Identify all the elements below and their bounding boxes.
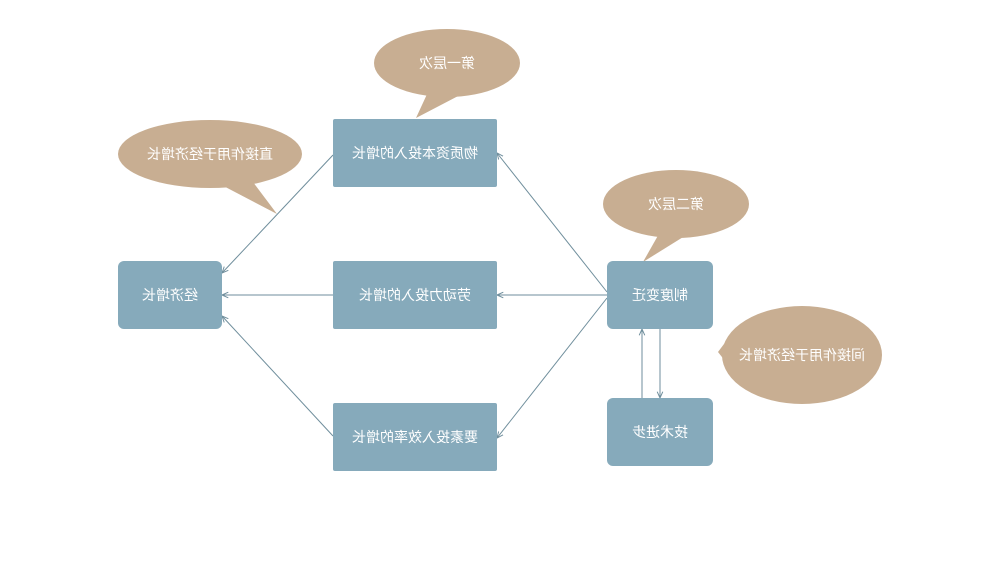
node-labor-input[interactable]: 劳动力投入的增长 [333,261,497,329]
callout-second-level: 第二层次 [603,170,749,262]
node-tech-progress-box [607,398,713,466]
node-factor-efficiency[interactable]: 要素投入效率的增长 [333,403,497,471]
edge-efficiency-to-growth [222,316,334,437]
node-economic-growth[interactable]: 经济增长 [118,261,222,329]
callout-first-level-text: 第一层次 [419,55,475,72]
node-economic-growth-box [118,261,222,329]
callout-second-level-text: 第二层次 [648,196,704,213]
callout-first-level-tail [416,92,462,118]
callout-second-level-tail [643,232,688,262]
node-institutional-change[interactable]: 制度变迁 [607,261,713,329]
connectors [222,153,660,438]
callout-indirect-effect-text: 间接作用于经济增长 [739,347,865,364]
callout-direct-effect-text: 直接作用于经济增长 [147,146,273,163]
callout-first-level: 第一层次 [374,29,520,118]
node-institutional-change-text: 制度变迁 [632,288,688,304]
node-physical-capital-box [333,119,497,187]
node-labor-input-box [333,261,497,329]
edge-physical-to-growth [222,154,334,273]
node-tech-progress-text: 技术进步 [632,425,688,441]
callout-second-level-bubble [603,170,749,238]
node-physical-capital-text: 物质资本投入的增长 [352,146,478,162]
node-economic-growth-text: 经济增长 [142,288,198,304]
edge-institution-to-physical [497,153,608,293]
callout-first-level-bubble [374,29,520,97]
callout-direct-effect: 直接作用于经济增长 [118,120,302,214]
node-factor-efficiency-text: 要素投入效率的增长 [352,429,478,446]
node-institutional-change-box [607,261,713,329]
node-tech-progress[interactable]: 技术进步 [607,398,713,466]
node-factor-efficiency-box [333,403,497,471]
callout-direct-effect-bubble [118,120,302,188]
node-physical-capital[interactable]: 物质资本投入的增长 [333,119,497,187]
node-labor-input-text: 劳动力投入的增长 [359,288,471,304]
callout-indirect-effect-bubble [722,306,882,404]
edge-institution-to-efficiency [497,297,608,438]
callout-indirect-effect: 间接作用于经济增长 [718,306,882,404]
